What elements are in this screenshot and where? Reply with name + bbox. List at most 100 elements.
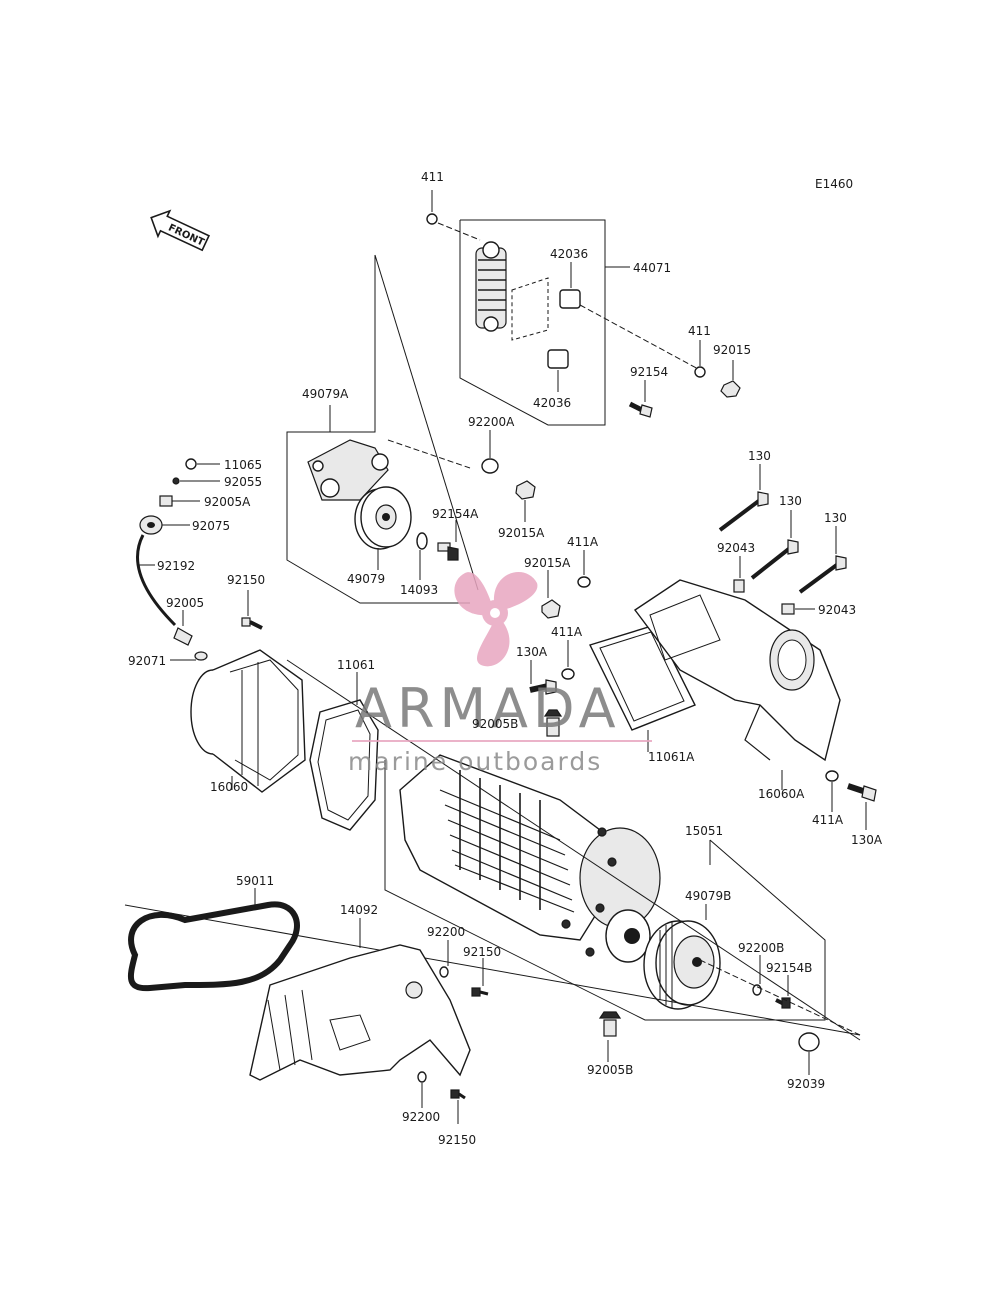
label-130-c: 130 (824, 511, 847, 525)
supercharger-15051 (399, 754, 661, 963)
label-92200-lower: 92200 (402, 1110, 440, 1124)
gasket-11061 (309, 699, 379, 831)
label-92005A: 92005A (204, 495, 251, 509)
nut-92015 (720, 380, 741, 398)
tensioner-arm-49079A (307, 439, 389, 501)
fitting-92005B-lower (598, 1011, 622, 1037)
label-15051: 15051 (685, 824, 723, 838)
label-92154B: 92154B (766, 961, 812, 975)
nut-92015A-upper (515, 480, 536, 500)
label-92150-mid: 92150 (463, 945, 501, 959)
label-49079A: 49079A (302, 387, 349, 401)
housing-16060 (190, 649, 306, 793)
dowel-92043-a (733, 579, 745, 593)
bushing-42036-bottom (547, 349, 569, 369)
bolt-130A-left (529, 679, 557, 695)
label-92075: 92075 (192, 519, 230, 533)
label-411A-mid: 411A (551, 625, 583, 639)
label-92015A-upper: 92015A (498, 526, 545, 540)
label-92005: 92005 (166, 596, 204, 610)
belt-cover-14092 (249, 944, 471, 1081)
fitting-92005 (173, 627, 193, 646)
label-92200B: 92200B (738, 941, 784, 955)
drive-belt-59011 (127, 901, 300, 992)
label-92071: 92071 (128, 654, 166, 668)
dowel-92043-b (781, 603, 795, 615)
label-92150-left: 92150 (227, 573, 265, 587)
label-92154A: 92154A (432, 507, 479, 521)
washer-411A-mid (561, 668, 575, 680)
label-11065: 11065 (224, 458, 262, 472)
tensioner-damper (475, 241, 549, 341)
label-130-b: 130 (779, 494, 802, 508)
bolt-130-a (718, 491, 769, 532)
label-411-right: 411 (688, 324, 711, 338)
label-16060A: 16060A (758, 787, 805, 801)
label-92015: 92015 (713, 343, 751, 357)
label-11061: 11061 (337, 658, 375, 672)
label-92015A-lower: 92015A (524, 556, 571, 570)
label-130A-right: 130A (851, 833, 883, 847)
drive-pulley-49079B (643, 920, 721, 1010)
label-411A-upper: 411A (567, 535, 599, 549)
nut-92015A-lower (541, 599, 561, 619)
bushing-42036-top (559, 289, 581, 309)
label-92154: 92154 (630, 365, 668, 379)
cap-11065 (185, 458, 197, 470)
label-92039: 92039 (787, 1077, 825, 1091)
label-92200-upper: 92200 (427, 925, 465, 939)
label-92200A: 92200A (468, 415, 515, 429)
label-92055: 92055 (224, 475, 262, 489)
bolt-92150-mid (471, 987, 489, 997)
tensioner-group (426, 190, 741, 426)
washer-92200-upper (439, 966, 449, 978)
hose-92192 (136, 534, 177, 627)
washer-92200-lower (417, 1071, 427, 1083)
label-42036-top: 42036 (550, 247, 588, 261)
washer-411A-right (825, 770, 839, 782)
label-49079: 49079 (347, 572, 385, 586)
idler-pulley-49079 (354, 486, 412, 550)
diagram-code: E1460 (815, 177, 853, 191)
label-92043-b: 92043 (818, 603, 856, 617)
washer-92200B (752, 984, 762, 996)
callout-labels: 411 42036 44071 411 92015 92154 42036 49… (128, 170, 883, 1147)
bolt-92154 (628, 401, 653, 418)
label-92192: 92192 (157, 559, 195, 573)
label-411-top: 411 (421, 170, 444, 184)
fitting-92005B-upper (543, 709, 563, 737)
washer-14093 (416, 532, 428, 550)
label-49079B: 49079B (685, 889, 731, 903)
label-130-a: 130 (748, 449, 771, 463)
washer-411-top (426, 213, 438, 225)
armada-watermark: ARMADA marine outboards (348, 571, 652, 776)
front-arrow-icon: FRONT (150, 209, 211, 252)
label-44071: 44071 (633, 261, 671, 275)
bolt-92150-bottom (450, 1089, 466, 1100)
bolt-130-c (798, 555, 847, 594)
label-92150-bottom: 92150 (438, 1133, 476, 1147)
sensor-parts (136, 458, 263, 661)
watermark-brand: ARMADA (355, 677, 621, 740)
label-92005B-lower: 92005B (587, 1063, 633, 1077)
idler-group (286, 254, 536, 604)
watermark-tagline: marine outboards (348, 747, 602, 776)
label-14093: 14093 (400, 583, 438, 597)
label-14092: 14092 (340, 903, 378, 917)
oring-92055 (172, 477, 180, 485)
cap-92039 (798, 1032, 820, 1052)
label-42036-bottom: 42036 (533, 396, 571, 410)
washer-411-right (694, 366, 706, 378)
label-411A-right: 411A (812, 813, 844, 827)
label-92005B-upper: 92005B (472, 717, 518, 731)
propeller-logo-icon (454, 571, 538, 667)
manifold-16060A (633, 579, 841, 762)
fitting-92005A (159, 495, 173, 507)
bolt-130A-right (847, 783, 877, 802)
label-11061A: 11061A (648, 750, 695, 764)
grommet-92075 (139, 515, 163, 535)
label-59011: 59011 (236, 874, 274, 888)
washer-411A-upper (577, 576, 591, 588)
